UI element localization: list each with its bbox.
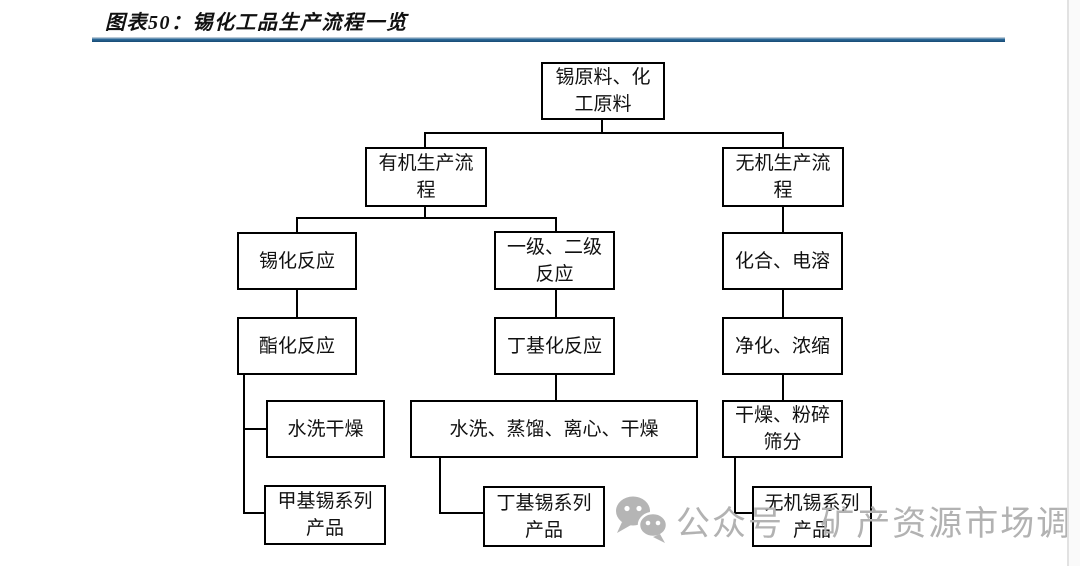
connector-to-methyl-products: [243, 512, 265, 514]
node-raw-material: 锡原料、化工原料: [541, 62, 665, 120]
page-edge-divider: [1067, 0, 1069, 566]
watermark-text: 公众号 · 矿产资源市场调研: [676, 504, 1080, 543]
node-primary-secondary-reaction: 一级、二级反应: [494, 231, 615, 290]
connector-level1-branch: [424, 132, 784, 134]
connector-to-inorganic-products: [734, 512, 753, 514]
connector-wash-distill-trunk: [439, 458, 441, 514]
connector-purify-to-dry: [782, 375, 784, 400]
connector-organic-branch: [296, 217, 557, 219]
connector-tin-to-esterification: [296, 290, 298, 317]
node-wash-dry: 水洗干燥: [266, 400, 385, 458]
connector-organic-stub: [424, 207, 426, 219]
connector-to-tin-reaction: [296, 217, 298, 232]
connector-raw-stub: [601, 120, 603, 134]
node-wash-distill-centrifuge-dry: 水洗、蒸馏、离心、干燥: [410, 400, 698, 458]
connector-to-inorganic: [782, 132, 784, 147]
connector-to-butyl-products: [439, 512, 484, 514]
node-butyl-tin-products: 丁基锡系列产品: [483, 486, 605, 547]
connector-esterification-trunk: [243, 375, 245, 514]
node-esterification: 酯化反应: [237, 317, 357, 375]
connector-compound-to-purify: [782, 290, 784, 317]
connector-dry-crush-trunk: [734, 458, 736, 514]
node-methyl-tin-products: 甲基锡系列产品: [264, 485, 386, 545]
connector-primary-to-butylation: [555, 290, 557, 317]
title-underline-rule: [92, 37, 1005, 42]
node-organic-process: 有机生产流程: [365, 147, 487, 207]
page-edge-panel: [1069, 0, 1080, 566]
connector-butylation-to-wash: [555, 375, 557, 400]
node-compound-electro: 化合、电溶: [722, 232, 843, 290]
node-butylation: 丁基化反应: [494, 317, 615, 375]
node-purify-concentrate: 净化、浓缩: [722, 317, 843, 375]
node-dry-crush-sieve: 干燥、粉碎筛分: [722, 400, 843, 458]
node-inorganic-process: 无机生产流程: [722, 147, 844, 207]
wechat-icon: [612, 494, 670, 546]
figure-title: 图表50：锡化工品生产流程一览: [105, 12, 408, 34]
connector-to-primary-secondary: [555, 217, 557, 232]
node-tin-reaction: 锡化反应: [237, 232, 357, 290]
node-inorganic-tin-products: 无机锡系列产品: [752, 486, 872, 547]
connector-inorganic-to-compound: [782, 207, 784, 232]
connector-to-organic: [424, 132, 426, 147]
connector-to-wash-dry: [243, 428, 267, 430]
